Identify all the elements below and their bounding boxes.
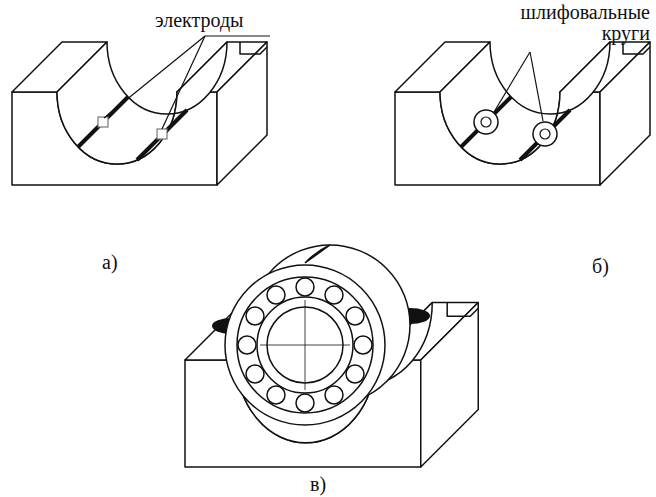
housing-a	[12, 42, 267, 185]
housing-b	[395, 42, 650, 185]
subfigure-label: в)	[310, 474, 326, 495]
leader-lines	[494, 52, 543, 121]
subfigure-label: б)	[592, 256, 609, 277]
leader-lines	[104, 36, 270, 129]
electrode-label: электроды	[155, 10, 244, 31]
wheel-label: шлифовальные круги	[490, 2, 650, 44]
subfigure-label: а)	[102, 252, 118, 273]
bearing	[225, 245, 410, 425]
